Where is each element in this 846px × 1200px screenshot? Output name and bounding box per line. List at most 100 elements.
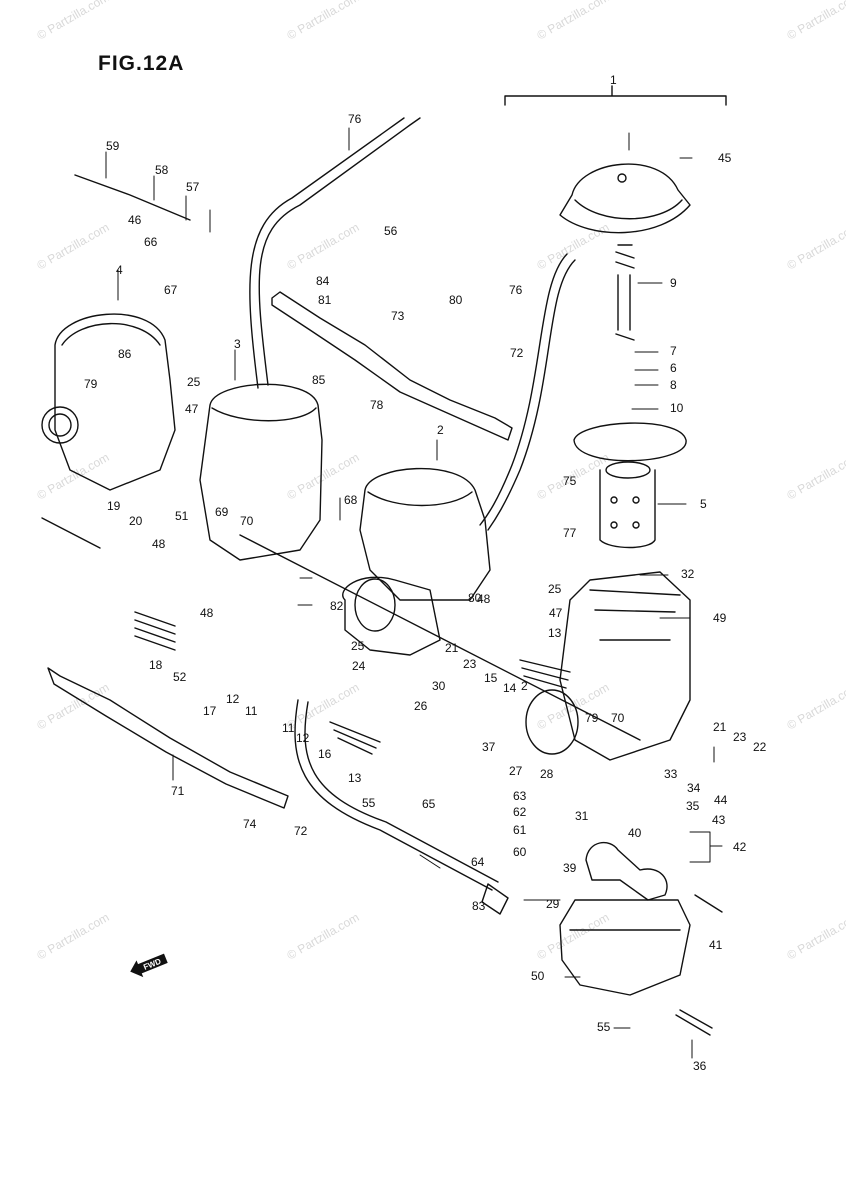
part-label-81: 81 [318, 293, 332, 307]
part-label-59: 59 [106, 139, 120, 153]
part-label-2: 2 [521, 679, 528, 693]
spring-13 [329, 721, 381, 755]
part-label-14: 14 [503, 681, 517, 695]
plate-73 [271, 291, 513, 441]
watermark-text: © Partzilla.com [785, 450, 846, 503]
spring-9 [615, 244, 635, 341]
part-label-45: 45 [718, 151, 732, 165]
part-label-44: 44 [714, 793, 728, 807]
part-label-1: 1 [610, 73, 617, 87]
part-label-11: 11 [282, 721, 295, 735]
part-label-51: 51 [175, 509, 189, 523]
part-label-43: 43 [712, 813, 726, 827]
part-label-83: 83 [472, 899, 486, 913]
part-label-78: 78 [370, 398, 384, 412]
shaft-68 [239, 534, 641, 741]
part-label-80: 80 [468, 591, 482, 605]
parts-artwork [41, 85, 727, 1059]
part-label-37: 37 [482, 740, 496, 754]
watermark-text: © Partzilla.com [785, 680, 846, 733]
part-number-labels: 1223456789101111121213131415161718192021… [84, 73, 767, 1073]
intake-21 [342, 576, 441, 656]
part-label-70: 70 [240, 514, 254, 528]
part-label-48: 48 [200, 606, 214, 620]
part-label-34: 34 [687, 781, 701, 795]
part-label-48: 48 [152, 537, 166, 551]
part-label-29: 29 [546, 897, 560, 911]
watermark-text: © Partzilla.com [35, 220, 112, 273]
part-label-15: 15 [484, 671, 498, 685]
part-label-12: 12 [296, 731, 310, 745]
part-label-49: 49 [713, 611, 727, 625]
hose-76-upper [258, 117, 421, 386]
part-label-19: 19 [107, 499, 121, 513]
part-label-12: 12 [226, 692, 240, 706]
part-label-23: 23 [463, 657, 477, 671]
part-label-65: 65 [422, 797, 436, 811]
part-label-22: 22 [753, 740, 767, 754]
carb-body-2 [359, 467, 491, 601]
assembly-bracket [504, 85, 727, 106]
part-label-31: 31 [575, 809, 589, 823]
carb-body-right [559, 571, 691, 761]
float-bowl-29 [559, 899, 691, 996]
hose-84 [294, 699, 493, 891]
pin-59 [74, 174, 191, 221]
fwd-arrow-icon [130, 953, 168, 978]
part-label-33: 33 [664, 767, 678, 781]
carb-body-3 [199, 383, 323, 561]
carb-body-4 [54, 313, 176, 491]
watermark-text: © Partzilla.com [785, 0, 846, 43]
part-label-26: 26 [414, 699, 428, 713]
hose-76-right [487, 259, 576, 531]
part-label-4: 4 [116, 263, 123, 277]
part-label-82: 82 [330, 599, 344, 613]
part-label-16: 16 [318, 747, 332, 761]
screw-36 [675, 1009, 713, 1036]
part-label-25: 25 [351, 639, 365, 653]
part-label-25: 25 [548, 582, 562, 596]
watermark-text: © Partzilla.com [35, 0, 112, 43]
watermark-text: © Partzilla.com [535, 910, 612, 963]
watermark-text: © Partzilla.com [35, 680, 112, 733]
part-label-21: 21 [713, 720, 727, 734]
part-label-13: 13 [348, 771, 362, 785]
float-39 [585, 841, 668, 901]
part-label-55: 55 [362, 796, 376, 810]
watermark-text: © Partzilla.com [285, 680, 362, 733]
part-label-72: 72 [510, 346, 524, 360]
watermark-text: © Partzilla.com [35, 450, 112, 503]
part-label-84: 84 [316, 274, 330, 288]
part-label-73: 73 [391, 309, 405, 323]
part-label-70: 70 [611, 711, 625, 725]
part-label-2: 2 [437, 423, 444, 437]
piston-5 [599, 469, 656, 549]
part-label-58: 58 [155, 163, 169, 177]
part-label-42: 42 [733, 840, 747, 854]
cover-28 [525, 689, 579, 755]
part-label-27: 27 [509, 764, 523, 778]
part-label-86: 86 [118, 347, 132, 361]
screw-left [41, 517, 101, 549]
part-label-23: 23 [733, 730, 747, 744]
part-label-39: 39 [563, 861, 577, 875]
part-label-63: 63 [513, 789, 527, 803]
part-label-67: 67 [164, 283, 178, 297]
part-label-5: 5 [700, 497, 707, 511]
part-label-62: 62 [513, 805, 527, 819]
spring-13-right [519, 659, 571, 689]
part-label-71: 71 [171, 784, 185, 798]
part-label-66: 66 [144, 235, 158, 249]
part-label-40: 40 [628, 826, 642, 840]
part-label-46: 46 [128, 213, 142, 227]
part-label-24: 24 [352, 659, 366, 673]
part-label-47: 47 [549, 606, 563, 620]
fwd-arrow: FWD [130, 953, 168, 978]
part-label-72: 72 [294, 824, 308, 838]
figure-title: FIG.12A [98, 52, 185, 75]
part-label-61: 61 [513, 823, 527, 837]
part-label-36: 36 [693, 1059, 707, 1073]
watermark-text: © Partzilla.com [35, 910, 112, 963]
part-label-3: 3 [234, 337, 241, 351]
